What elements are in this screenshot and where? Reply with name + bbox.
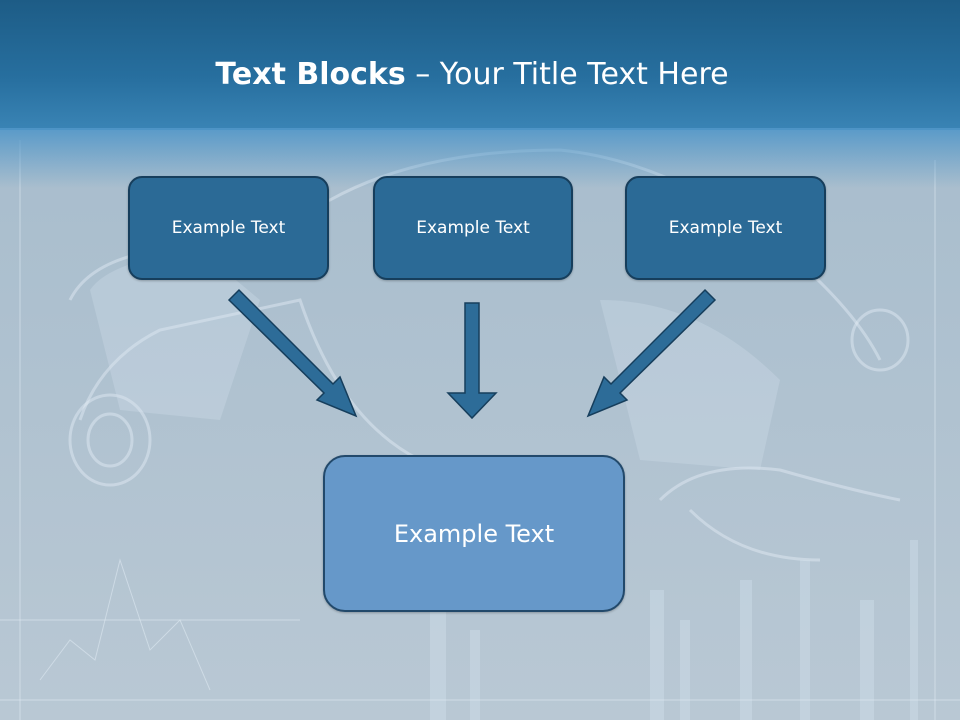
text-block-3[interactable]: Example Text bbox=[625, 176, 826, 280]
arrow-down-left-icon bbox=[586, 288, 717, 418]
arrow-down-right-icon bbox=[227, 288, 358, 418]
main-text-block-label: Example Text bbox=[393, 519, 555, 548]
text-block-2[interactable]: Example Text bbox=[373, 176, 573, 280]
text-block-1[interactable]: Example Text bbox=[128, 176, 329, 280]
text-block-2-label: Example Text bbox=[416, 218, 530, 238]
text-block-3-label: Example Text bbox=[668, 218, 783, 238]
title-bold: Text Blocks bbox=[215, 57, 406, 92]
header-band bbox=[0, 0, 960, 130]
title-rest: – Your Title Text Here bbox=[405, 57, 729, 92]
main-text-block[interactable]: Example Text bbox=[323, 455, 625, 612]
page-title: Text Blocks – Your Title Text Here bbox=[0, 52, 944, 98]
arrow-down-icon bbox=[446, 302, 498, 420]
text-block-1-label: Example Text bbox=[171, 218, 286, 238]
